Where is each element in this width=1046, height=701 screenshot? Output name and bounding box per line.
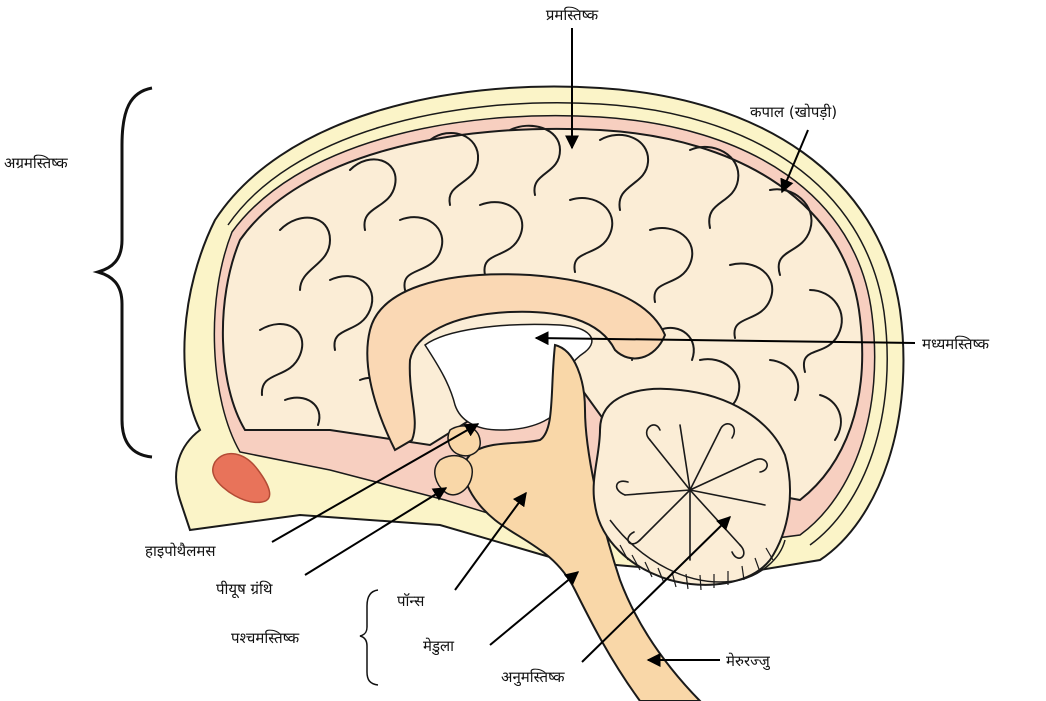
- label-medulla: मेडुला: [423, 637, 455, 656]
- hindbrain-brace: [360, 590, 378, 685]
- medulla-leader: [490, 572, 578, 645]
- label-hindbrain: पश्चमस्तिष्क: [231, 629, 300, 647]
- label-midbrain: मध्यमस्तिष्क: [922, 335, 990, 353]
- label-cerebellum: अनुमस्तिष्क: [501, 668, 565, 687]
- label-skull: कपाल (खोपड़ी): [750, 103, 837, 121]
- label-cerebrum: प्रमस्तिष्क: [546, 6, 599, 24]
- label-pons: पॉन्स: [397, 592, 425, 610]
- hypothalamus: [448, 426, 480, 456]
- label-forebrain: अग्रमस्तिष्क: [4, 154, 68, 172]
- label-hypothalamus: हाइपोथैलमस: [145, 542, 216, 560]
- label-spinal-cord: मेरुरज्जु: [726, 652, 771, 671]
- label-pituitary: पीयूष ग्रंथि: [216, 580, 273, 599]
- forebrain-brace: [98, 88, 152, 457]
